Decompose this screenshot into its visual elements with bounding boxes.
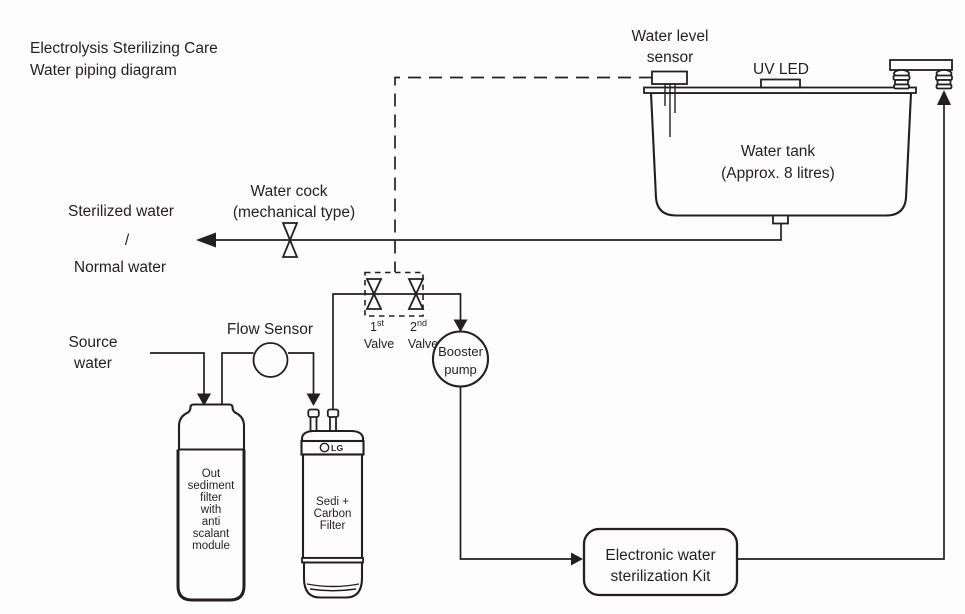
water-level-sensor-label-line1: Water level (632, 28, 709, 45)
nozzle-band (893, 83, 910, 90)
kit-to-tank-pipe (737, 105, 945, 560)
sensor-probes-icon (664, 84, 676, 137)
booster-pump-label-line1: Booster (438, 344, 483, 359)
first-valve-icon (365, 278, 383, 297)
sediment-filter-label-line: filter (200, 492, 222, 504)
carbon-filter-body (301, 453, 364, 560)
sediment-filter-label-line: scalant (193, 528, 230, 540)
sediment-filter-label-line: anti (202, 516, 221, 528)
filter-port-stem (329, 415, 337, 432)
down-arrowhead-icon (306, 393, 321, 406)
first-valve-icon (365, 291, 383, 310)
output-water-label: Sterilized water / Normal water (68, 203, 174, 276)
faucet-nozzle-right (935, 69, 953, 90)
water-cock-valve-icon (281, 237, 299, 258)
water-cock-label-line1: Water cock (251, 183, 328, 200)
sterilization-kit-label-line1: Electronic water (605, 547, 715, 564)
water-tank-body (649, 91, 913, 217)
pipes (150, 76, 951, 566)
source-water-label-line2: water (73, 355, 112, 372)
flow-sensor-label: Flow Sensor (227, 321, 313, 338)
lg-brand-text: LG (331, 443, 343, 453)
carbon-filter-bottom-rims (306, 583, 360, 592)
pump-to-kit-pipe (459, 386, 571, 560)
carbon-filter-label-line1: Sedi + (316, 496, 349, 508)
tank-outlet-port (772, 214, 789, 225)
filter-port-stem (309, 415, 318, 432)
source-water-pipe (150, 352, 205, 394)
sediment-filter-label-line: sediment (188, 480, 235, 492)
down-arrowhead-icon (197, 393, 211, 406)
source-water-label-line1: Source (68, 334, 117, 351)
output-label-line2: / (125, 232, 130, 249)
water-tank-assembly: Water level sensor UV LED Water tank (Ap… (632, 28, 953, 225)
flow-sensor-circle (252, 342, 289, 378)
up-arrowhead-icon (937, 90, 951, 105)
sediment-filter-label-line: module (192, 540, 230, 552)
carbon-filter-label-line2: Carbon (314, 508, 352, 520)
flow-sensor: Flow Sensor (227, 321, 313, 378)
water-tank-label-line2: (Approx. 8 litres) (721, 165, 835, 182)
filter-port-cap (307, 408, 320, 418)
output-label-line1: Sterilized water (68, 203, 174, 220)
filter-to-flow-sensor-pipe (221, 352, 254, 408)
carbon-filter: LG Sedi + Carbon Filter (300, 408, 365, 599)
carbon-filter-bottom (302, 561, 364, 599)
second-valve-ordinal: 2nd (410, 318, 427, 334)
carbon-filter-dome (300, 429, 365, 443)
left-arrowhead-icon (196, 232, 216, 248)
valve-dashed-box (364, 271, 424, 317)
booster-pump-label-line2: pump (444, 362, 477, 377)
water-cock-label-line2: (mechanical type) (233, 204, 355, 221)
first-valve-label: Valve (364, 337, 394, 351)
booster-pump: Booster pump (431, 330, 490, 388)
title-line2: Water piping diagram (30, 62, 177, 79)
sediment-filter-cap (177, 403, 246, 451)
valve-block: 1st 2nd Valve Valve (364, 271, 438, 351)
booster-pump-circle (431, 330, 490, 388)
sediment-filter-body (176, 449, 246, 602)
faucet-nozzle-left (892, 69, 911, 90)
carbon-filter-label-line3: Filter (320, 520, 346, 532)
first-valve-ordinal: 1st (370, 318, 384, 334)
flow-sensor-to-filter-pipe (288, 352, 315, 394)
source-water-label: Source water (68, 334, 117, 372)
water-cock: Water cock (mechanical type) (233, 183, 355, 258)
nozzle-band (935, 83, 953, 90)
lg-logo-icon (319, 442, 330, 453)
diagram-title: Electrolysis Sterilizing Care Water pipi… (30, 40, 218, 79)
sediment-filter-label-line: with (200, 504, 221, 516)
sterilization-kit-label-line2: sterilization Kit (611, 568, 712, 585)
second-valve-icon (407, 291, 425, 310)
output-label-line3: Normal water (74, 259, 166, 276)
sediment-filter: Out sediment filter with anti scalant mo… (176, 403, 246, 602)
sterilization-kit-box (582, 527, 739, 597)
uv-led-label: UV LED (753, 61, 809, 78)
sediment-filter-label-line: Out (202, 468, 221, 480)
water-tank-label-line1: Water tank (741, 143, 816, 160)
second-valve-icon (407, 278, 425, 297)
second-valve-label: Valve (408, 337, 438, 351)
uv-led-module (760, 78, 801, 89)
filter-port-cap (326, 408, 340, 418)
right-arrowhead-icon (571, 552, 583, 566)
filter-to-valves-to-pump-pipe (332, 293, 462, 411)
faucet-bar (889, 59, 953, 71)
down-arrowhead-icon (453, 319, 468, 332)
water-level-sensor-label-line2: sensor (647, 49, 694, 66)
sterilization-kit: Electronic water sterilization Kit (582, 527, 739, 597)
sensor-signal-dashed-line (394, 76, 652, 272)
water-cock-valve-icon (281, 222, 299, 243)
title-line1: Electrolysis Sterilizing Care (30, 40, 218, 57)
sterilized-water-pipe (216, 223, 782, 241)
water-level-sensor-body (651, 70, 688, 85)
